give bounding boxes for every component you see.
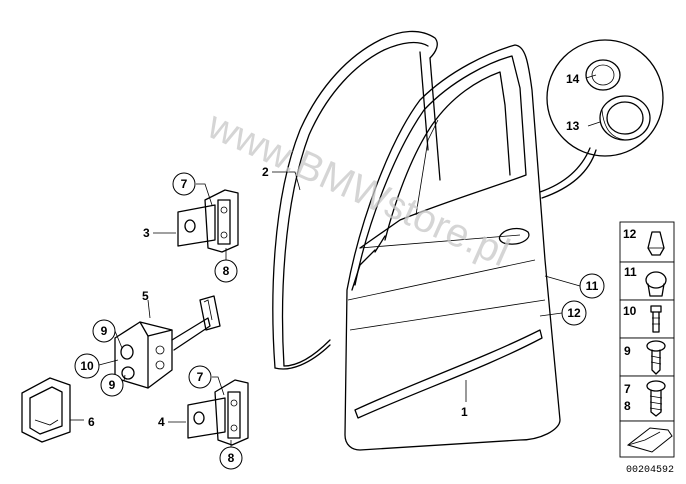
plug-12-icon — [647, 231, 665, 256]
fastener-panel: 12 11 10 9 7 8 — [619, 221, 675, 458]
circled-callouts: 7 8 7 8 9 10 9 11 12 — [74, 172, 605, 470]
label-3: 3 — [143, 226, 150, 240]
callout-8-upper: 8 — [223, 264, 230, 278]
callout-11: 11 — [586, 279, 599, 293]
panel-label-11: 11 — [624, 265, 637, 279]
label-13: 13 — [566, 119, 580, 133]
watermark: www.BMWstore.pl — [200, 103, 515, 276]
callout-7-lower: 7 — [197, 370, 204, 384]
plain-labels: 2 1 3 4 5 6 14 13 — [88, 72, 580, 429]
rivet-10-icon — [650, 305, 662, 333]
bolt-7-8-icon — [646, 380, 666, 417]
label-1: 1 — [461, 405, 468, 419]
callout-9-upper: 9 — [101, 324, 108, 338]
panel-label-9: 9 — [624, 344, 631, 358]
leader-lines — [70, 74, 601, 447]
door-shell — [344, 44, 561, 451]
label-14: 14 — [566, 72, 580, 86]
panel-label-7: 7 — [624, 382, 631, 396]
upper-hinge — [177, 189, 239, 253]
panel-label-10: 10 — [623, 304, 637, 318]
callout-7-upper: 7 — [181, 177, 188, 191]
plug-detail-zoom — [539, 39, 664, 199]
door-check-cover — [21, 377, 71, 443]
document-number: 00204592 — [626, 465, 674, 476]
panel-label-8: 8 — [624, 399, 631, 413]
screw-9-icon — [646, 340, 666, 375]
label-6: 6 — [88, 415, 95, 429]
label-2: 2 — [262, 165, 269, 179]
callout-9-lower: 9 — [109, 378, 116, 392]
lower-hinge — [187, 379, 249, 446]
callout-10: 10 — [80, 359, 94, 373]
label-5: 5 — [142, 289, 149, 303]
arrow-icon — [626, 427, 673, 453]
panel-label-12: 12 — [623, 227, 637, 241]
clip-11-icon — [645, 271, 667, 297]
callout-8-lower: 8 — [228, 451, 235, 465]
door-seal — [272, 30, 441, 370]
label-4: 4 — [158, 415, 165, 429]
callout-12: 12 — [567, 306, 581, 320]
